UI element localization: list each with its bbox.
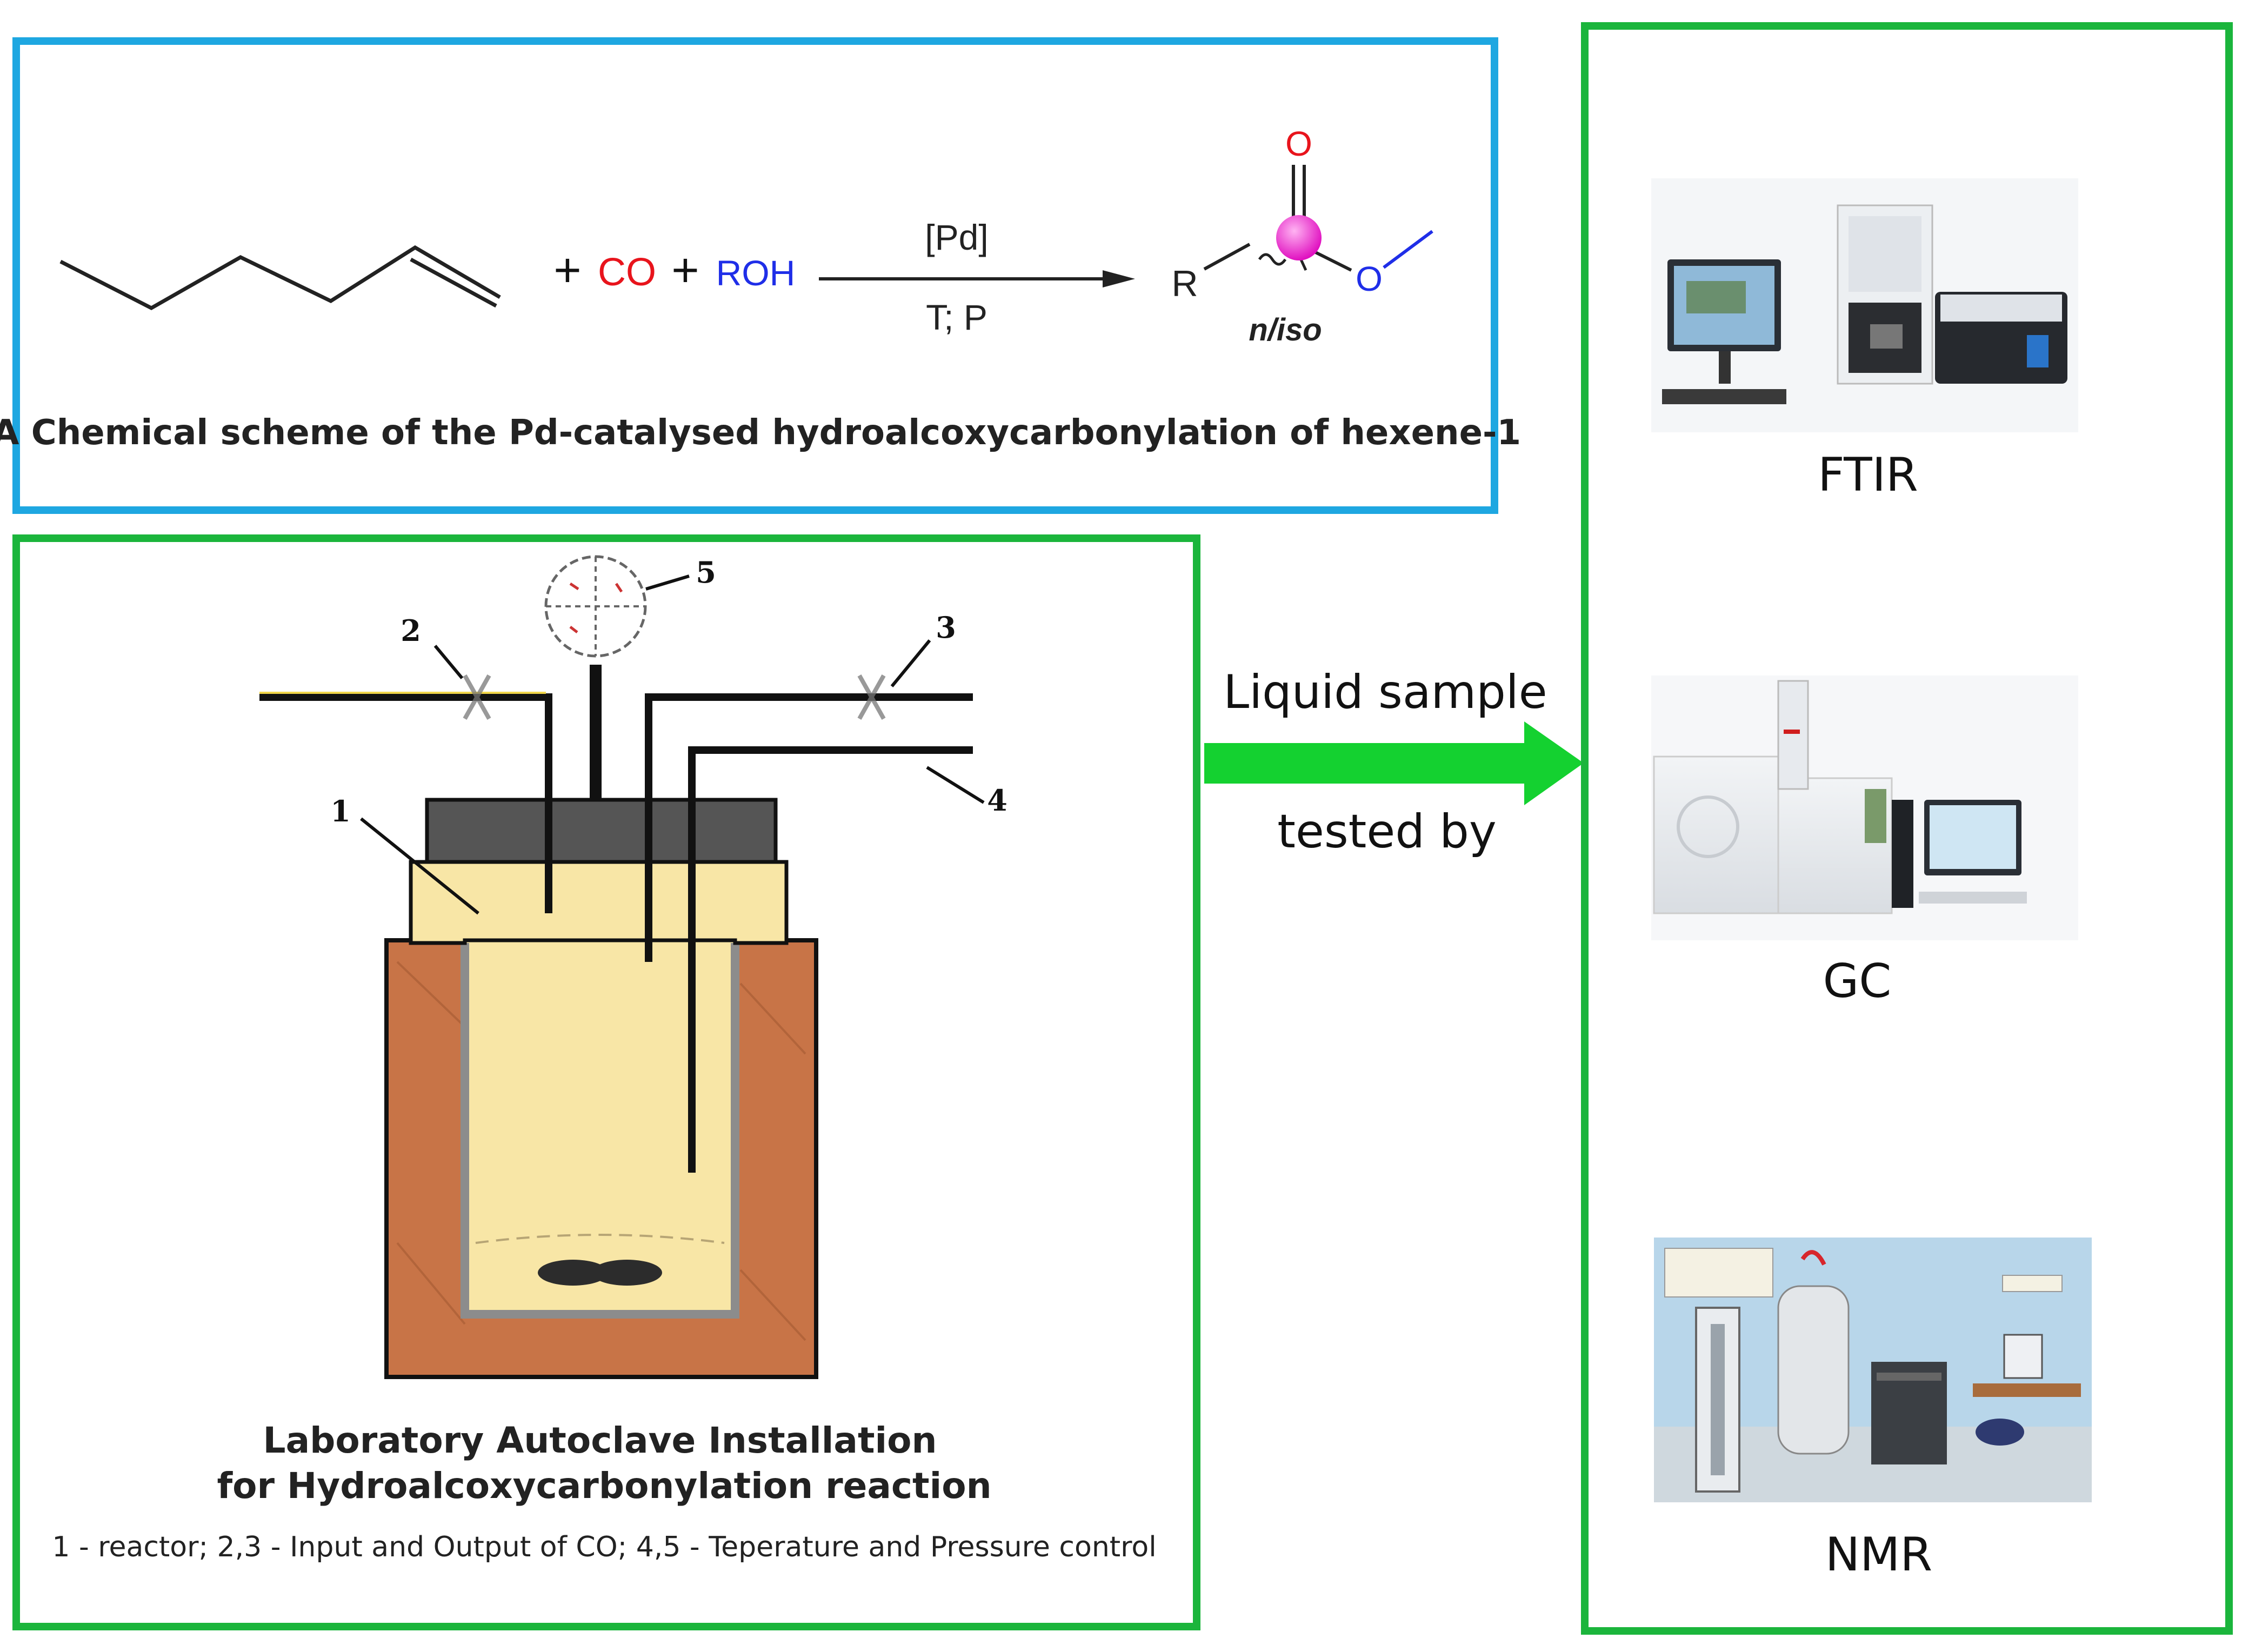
reactor-panel: 1 2 3 4 5 Laboratory Autoclave Installat…: [12, 534, 1200, 1630]
label-1: 1: [330, 794, 351, 828]
reactor-title-line1: Laboratory Autoclave Installation: [263, 1420, 937, 1461]
ester-oxygen: O: [1356, 259, 1383, 298]
label-3: 3: [936, 610, 956, 645]
jacket-texture-4: [739, 1269, 806, 1341]
plus-sign-2: +: [671, 243, 699, 297]
wavy-bond: [1258, 253, 1287, 266]
stirrer-blade-left: [538, 1260, 608, 1286]
valve-2: [463, 674, 491, 720]
product-bond-r: [1203, 243, 1251, 271]
leader-2: [433, 645, 464, 679]
leader-1: [360, 817, 479, 915]
nmr-label: NMR: [1825, 1528, 1932, 1582]
flow-label-2: tested by: [1277, 805, 1496, 859]
instruments-border: [1581, 22, 2233, 1635]
ester-bond-left: [1312, 250, 1352, 272]
valve-3: [857, 674, 886, 720]
jacket-texture-2: [396, 1242, 466, 1325]
flow-label-1: Liquid sample: [1223, 665, 1547, 719]
reactor-title-line2: for Hydroalcoxycarbonylation reaction: [217, 1465, 991, 1507]
jacket-texture-1: [396, 961, 466, 1028]
label-5: 5: [696, 555, 716, 590]
plus-sign-1: +: [553, 243, 581, 297]
thermocouple-pipe: [688, 746, 973, 1173]
stirrer-swirl: [475, 1234, 725, 1244]
stirrer-blade-right: [592, 1260, 662, 1286]
instruments-panel: FTIR GC: [1581, 22, 2233, 1635]
carbonyl-oxygen: O: [1285, 124, 1312, 163]
conditions-label: T; P: [926, 297, 987, 337]
co-inlet-pipe: [259, 693, 552, 913]
reactor-wall: [461, 943, 739, 1319]
jacket-texture-3: [739, 982, 806, 1055]
flow-arrow: [1204, 721, 1584, 805]
label-4: 4: [987, 783, 1007, 818]
gc-label: GC: [1823, 954, 1892, 1008]
reaction-arrow-head: [1103, 270, 1135, 287]
hexene-double-bond: [410, 257, 497, 308]
nmr-image: [1654, 1238, 2092, 1502]
ftir-image: [1651, 178, 2078, 432]
gc-image: [1651, 675, 2078, 940]
selectivity-label: n/iso: [1249, 312, 1322, 347]
roh-label: ROH: [716, 253, 796, 293]
hexene-skeleton: [59, 245, 501, 310]
reactor-legend: 1 - reactor; 2,3 - Input and Output of C…: [52, 1531, 1156, 1563]
leader-3: [890, 639, 931, 687]
scheme-panel: + CO + ROH [Pd] T; P R O O n/iso A Chemi…: [0, 37, 1521, 514]
leader-4: [926, 766, 985, 804]
pressure-gauge: [544, 555, 647, 658]
flow-arrow-group: Liquid sample tested by: [1204, 665, 1584, 859]
catalyst-ball: [1276, 215, 1322, 260]
ftir-label: FTIR: [1818, 448, 1918, 502]
ester-bond-right: [1383, 230, 1433, 269]
reactor-border: [12, 534, 1200, 1630]
co-label: CO: [598, 251, 656, 294]
co-outlet-pipe: [645, 693, 973, 962]
r-group-label: R: [1171, 263, 1198, 304]
catalyst-label: [Pd]: [925, 217, 988, 257]
scheme-caption: A Chemical scheme of the Pd-catalysed hy…: [0, 413, 1521, 453]
reactor-lid: [425, 798, 778, 864]
scheme-border: [12, 37, 1498, 514]
reactor-liquid: [465, 940, 735, 1313]
label-2: 2: [401, 613, 421, 648]
leader-5: [645, 574, 690, 591]
